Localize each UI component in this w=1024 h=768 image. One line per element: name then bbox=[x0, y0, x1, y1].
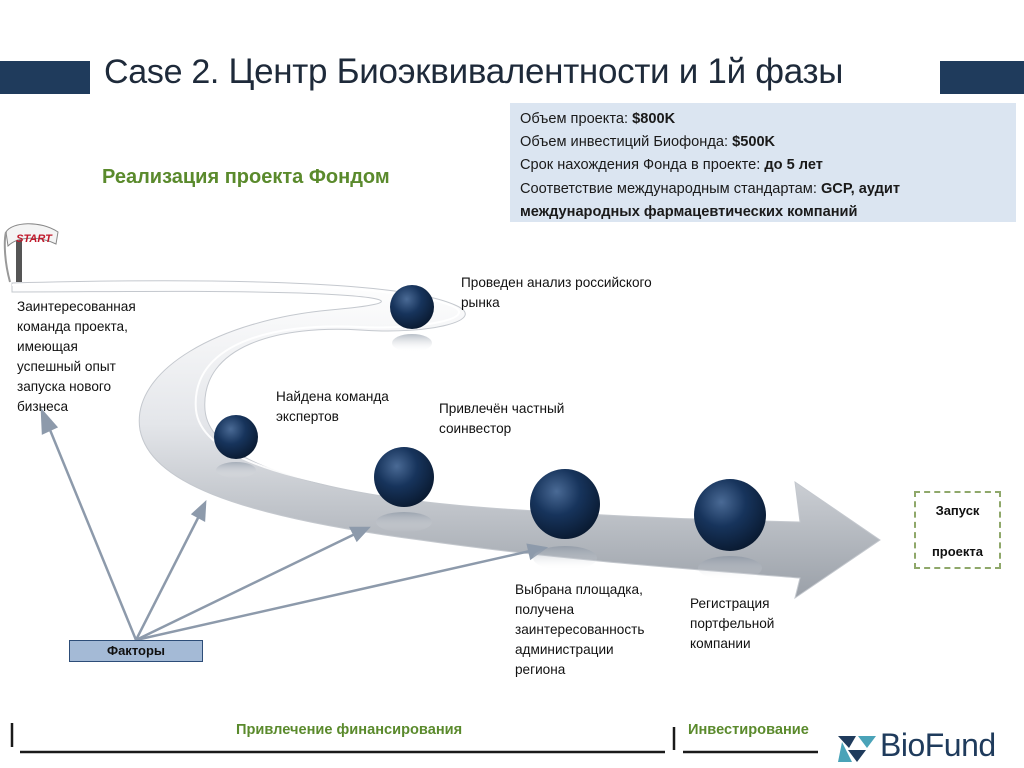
milestone-balls bbox=[214, 285, 766, 580]
milestone-ball-site bbox=[530, 469, 600, 539]
section-subtitle: Реализация проекта Фондом bbox=[102, 166, 390, 188]
label-market: Проведен анализ российского рынка bbox=[461, 275, 652, 310]
timeline-lines bbox=[10, 723, 818, 754]
factors-box: Факторы bbox=[69, 640, 203, 662]
arrow-to-site bbox=[135, 549, 531, 642]
header-bar-right bbox=[940, 61, 1024, 94]
page-title: Case 2. Центр Биоэквивалентности и 1й фа… bbox=[104, 52, 843, 92]
arrow-to-experts-head bbox=[190, 499, 207, 523]
biofund-logo-icon bbox=[838, 736, 876, 762]
ball-reflection bbox=[376, 512, 432, 532]
title-main: Центр Биоэквивалентности и 1й фазы bbox=[228, 52, 844, 91]
milestone-ball-registration bbox=[694, 479, 766, 551]
ball-reflection bbox=[216, 462, 256, 478]
milestone-ball-coinvestor bbox=[374, 447, 434, 507]
info-line-term: Срок нахождения Фонда в проекте: до 5 ле… bbox=[520, 157, 823, 174]
launch-line2: проекта bbox=[931, 544, 984, 559]
launch-line1: Запуск bbox=[935, 503, 980, 518]
milestone-ball-market bbox=[390, 285, 434, 329]
info-line-standards: Соответствие международным стандартам: G… bbox=[520, 180, 901, 197]
start-sign-text: START bbox=[16, 233, 53, 245]
label-experts: Найдена команда экспертов bbox=[276, 389, 389, 424]
ball-reflection bbox=[533, 546, 597, 570]
label-team: Заинтересованная команда проекта, имеюща… bbox=[17, 299, 136, 414]
arrow-to-experts bbox=[134, 515, 201, 641]
launch-project-box: Запуск проекта bbox=[914, 491, 1001, 569]
project-info-box: Объем проекта: $800K Объем инвестиций Би… bbox=[510, 103, 1016, 222]
title-lead: Case 2. bbox=[104, 53, 220, 91]
info-line-investment: Объем инвестиций Биофонда: $500K bbox=[520, 134, 776, 151]
footer-financing: Привлечение финансирования bbox=[236, 722, 463, 738]
header-bar-left bbox=[0, 61, 90, 94]
arrow-to-team bbox=[46, 424, 138, 641]
ball-reflection bbox=[392, 334, 432, 352]
label-site: Выбрана площадка, получена заинтересован… bbox=[515, 582, 645, 677]
info-line-standards-cont: международных фармацевтических компаний bbox=[520, 203, 858, 220]
arrow-to-coinvestor-head bbox=[348, 526, 371, 543]
milestone-ball-experts bbox=[214, 415, 258, 459]
arrow-to-coinvestor bbox=[135, 532, 356, 642]
start-sign-icon: START bbox=[3, 223, 59, 283]
road-band bbox=[11, 280, 881, 600]
label-coinvestor: Привлечён частный соинвестор bbox=[439, 401, 565, 436]
footer-investing: Инвестирование bbox=[688, 722, 809, 738]
info-line-volume: Объем проекта: $800K bbox=[520, 111, 676, 127]
ball-reflection bbox=[698, 556, 762, 580]
label-registration: Регистрация портфельной компании bbox=[690, 596, 775, 651]
biofund-logo-text: BioFund bbox=[880, 727, 996, 763]
factor-arrows bbox=[40, 407, 549, 642]
arrow-to-team-head bbox=[40, 407, 59, 435]
